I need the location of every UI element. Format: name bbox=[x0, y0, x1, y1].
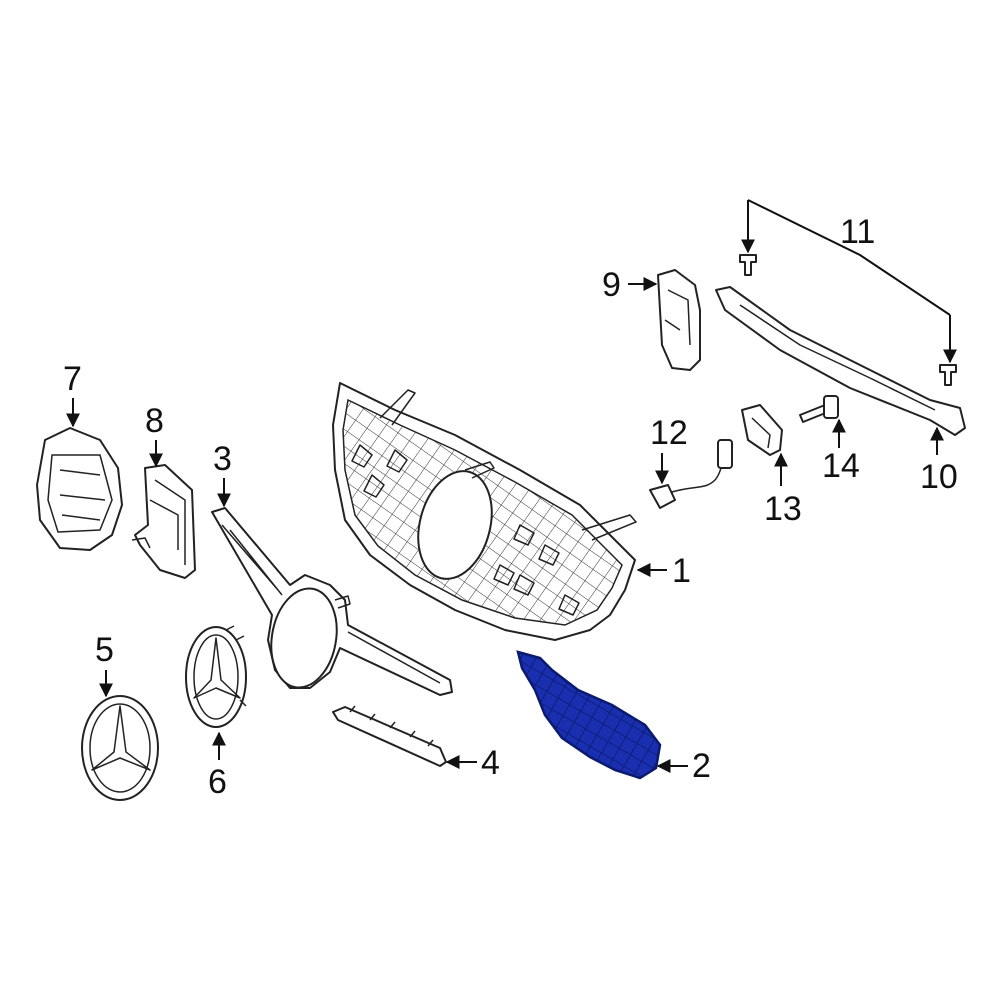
part-3-grille-bar bbox=[211, 507, 453, 696]
callout-2: 2 bbox=[692, 747, 711, 785]
callout-6: 6 bbox=[208, 763, 227, 801]
part-11-bolts bbox=[739, 254, 957, 386]
callout-10: 10 bbox=[920, 458, 958, 496]
callout-5: 5 bbox=[95, 631, 114, 669]
part-4-trim-strip bbox=[332, 705, 447, 767]
part-5-emblem-star bbox=[81, 695, 159, 801]
part-14-screw bbox=[799, 395, 839, 423]
callout-7: 7 bbox=[63, 360, 82, 398]
part-12-sensor bbox=[649, 439, 733, 509]
part-8-bracket bbox=[131, 464, 196, 579]
callout-12: 12 bbox=[650, 414, 688, 452]
part-6-emblem-base bbox=[185, 625, 247, 728]
part-13-clip bbox=[741, 404, 783, 456]
callout-4: 4 bbox=[481, 744, 500, 782]
callout-9: 9 bbox=[602, 266, 621, 304]
callout-13: 13 bbox=[764, 490, 802, 528]
part-1-main-grille bbox=[332, 382, 637, 641]
part-10-upper-carrier bbox=[715, 286, 966, 436]
callout-1: 1 bbox=[672, 552, 691, 590]
part-2-lower-grille bbox=[516, 650, 662, 780]
part-7-housing bbox=[36, 427, 123, 551]
callout-8: 8 bbox=[145, 402, 164, 440]
callout-11: 11 bbox=[840, 213, 875, 251]
callout-14: 14 bbox=[822, 447, 860, 485]
part-9-side-bracket bbox=[657, 269, 701, 371]
callout-3: 3 bbox=[213, 440, 232, 478]
callouts: 1 2 3 4 5 6 7 8 9 10 11 12 bbox=[63, 199, 958, 801]
